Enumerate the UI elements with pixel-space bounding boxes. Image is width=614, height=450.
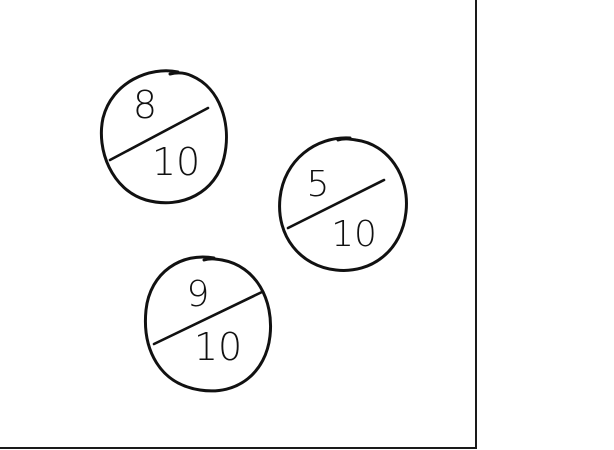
fraction-badge-3: 9 10 <box>143 255 273 393</box>
drawing-board <box>0 0 477 449</box>
badge-outline-2 <box>278 136 408 272</box>
numerator-3: 9 <box>187 274 210 315</box>
numerator-2: 5 <box>307 164 330 205</box>
fraction-bar-2 <box>286 178 386 230</box>
denominator-3: 10 <box>194 325 242 369</box>
numerator-1: 8 <box>133 83 157 127</box>
denominator-2: 10 <box>331 214 377 255</box>
fraction-badge-2: 5 10 <box>278 136 408 272</box>
badge-outline-1 <box>99 69 228 205</box>
fraction-bar-1 <box>108 106 210 162</box>
fraction-badge-1: 8 10 <box>99 69 228 205</box>
denominator-1: 10 <box>152 140 200 184</box>
badge-outline-3 <box>143 255 273 393</box>
fraction-bar-3 <box>152 290 264 346</box>
